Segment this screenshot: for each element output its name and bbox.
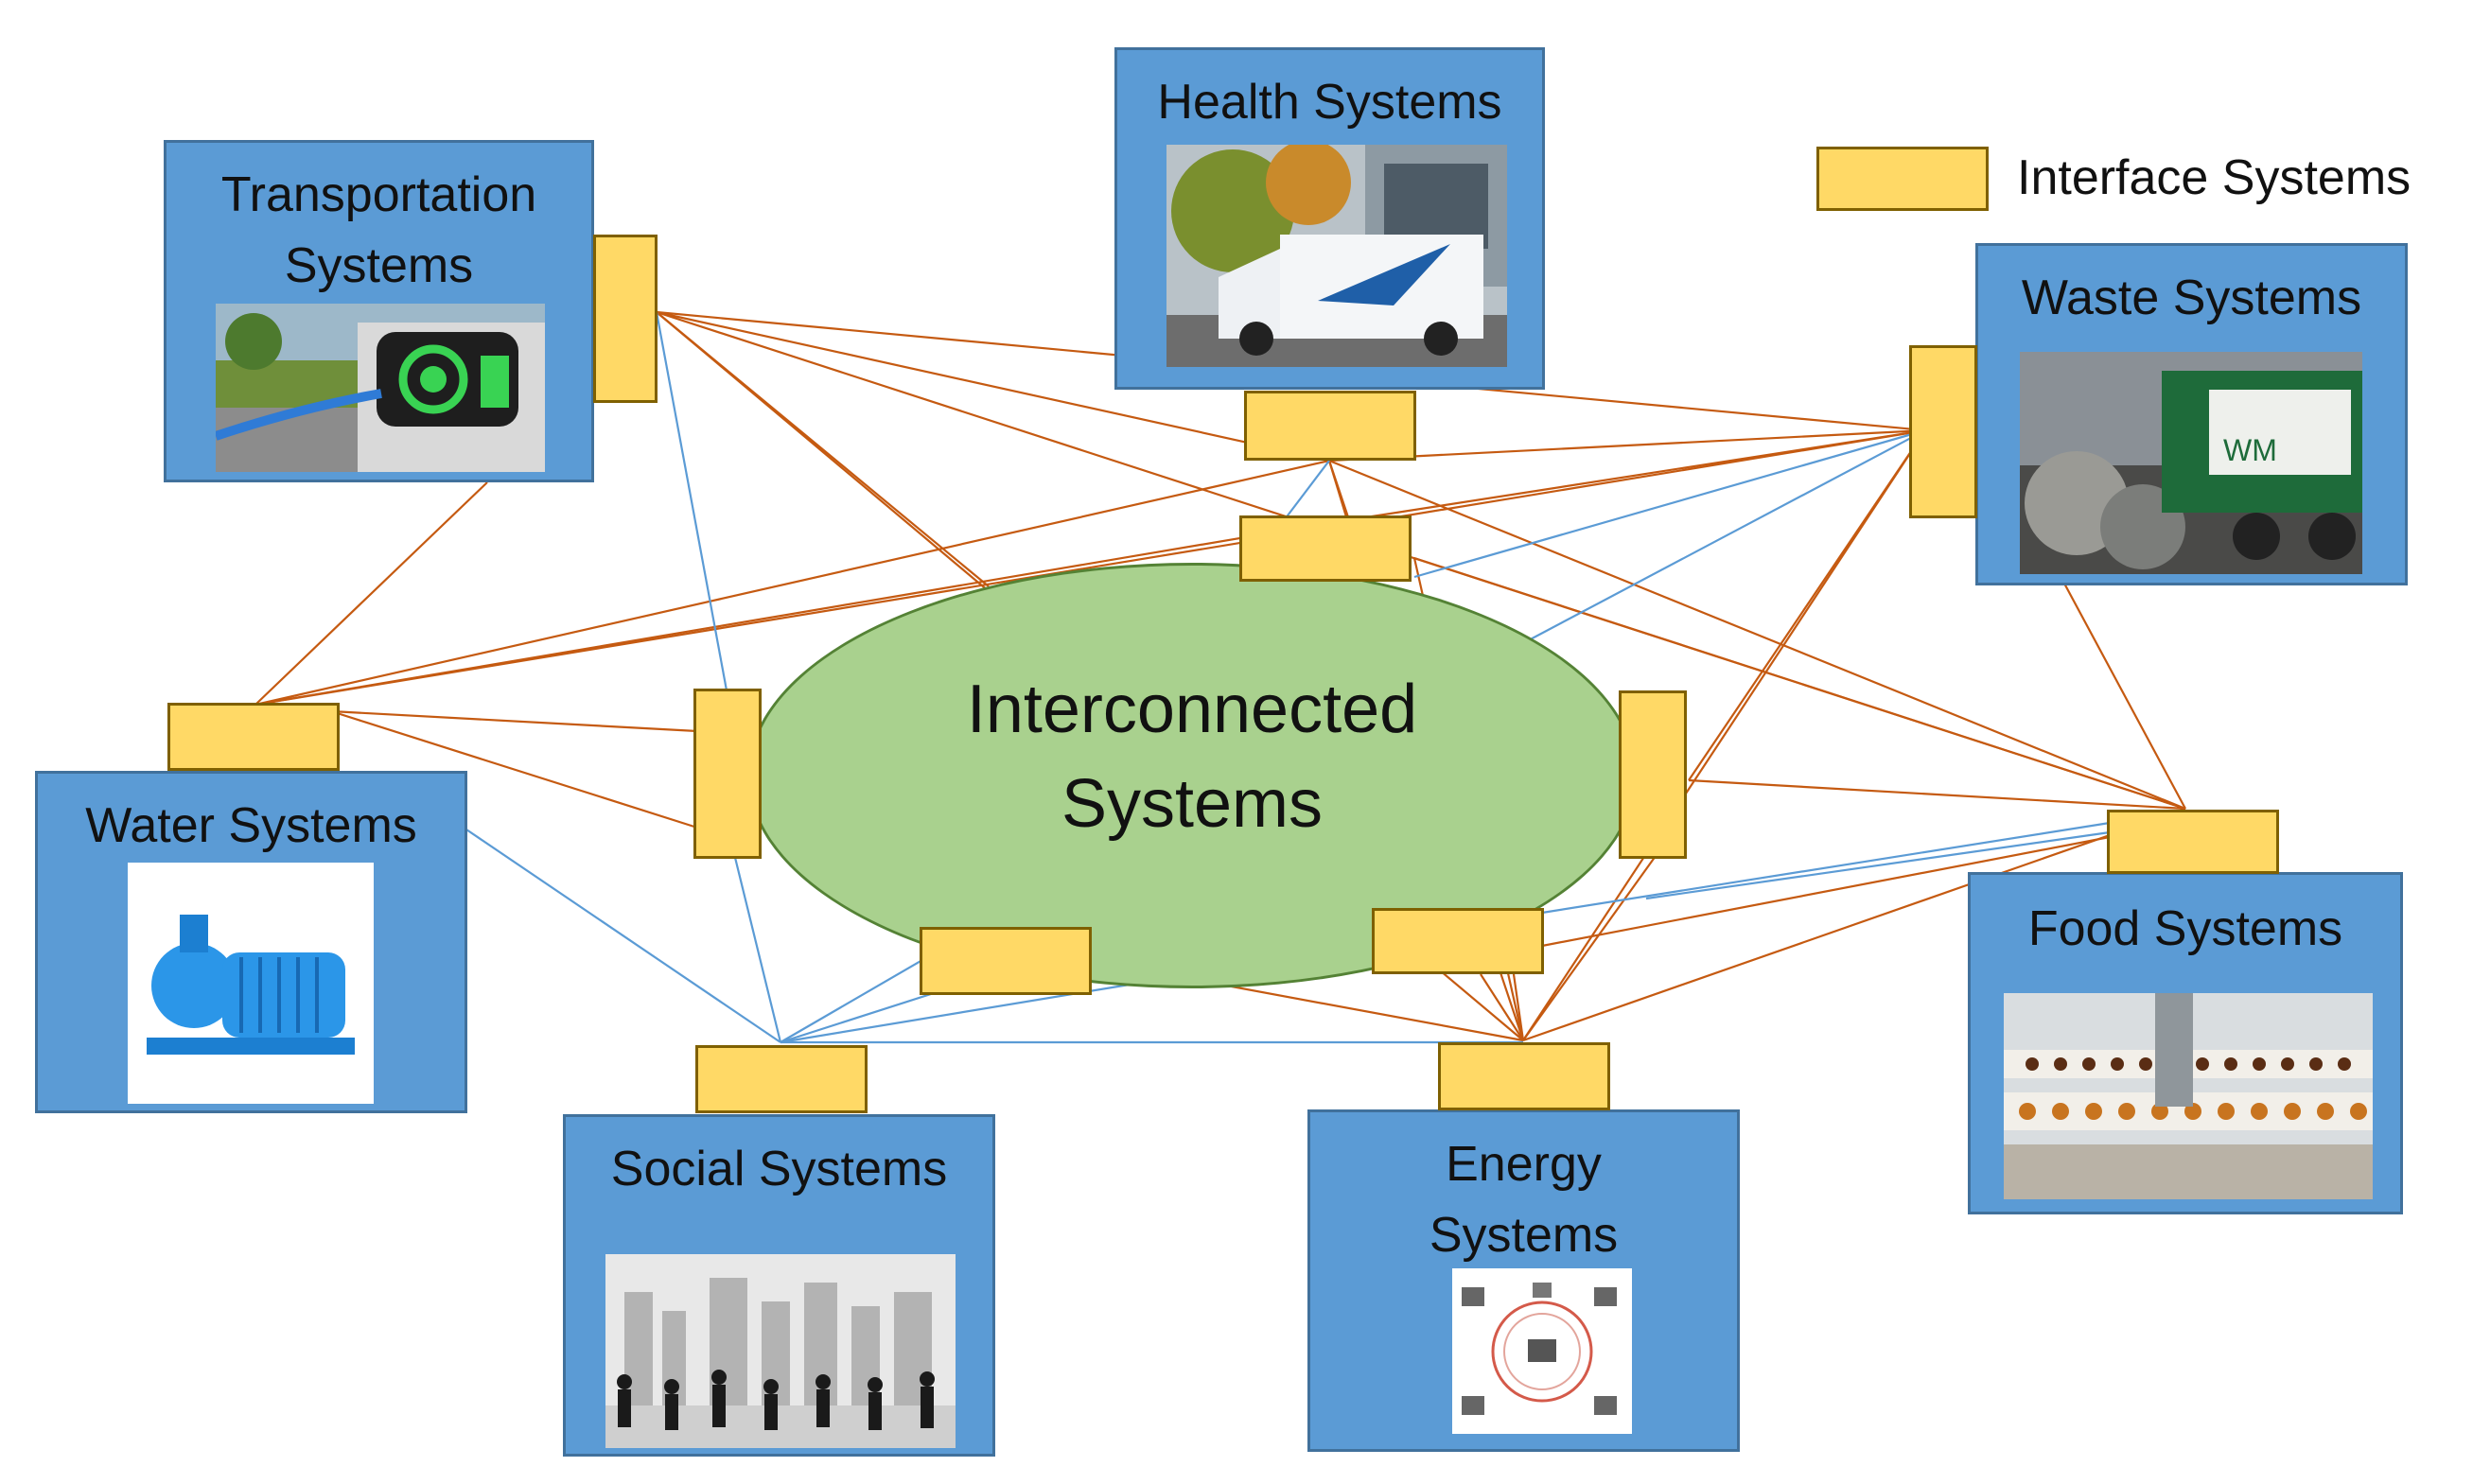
food-title: Food Systems bbox=[1971, 894, 2400, 965]
waste-title: Waste Systems bbox=[1978, 263, 2405, 334]
garbage-truck-icon: WM bbox=[2020, 352, 2362, 574]
food-systems-box: Food Systems bbox=[1968, 872, 2403, 1214]
social-title: Social Systems bbox=[566, 1134, 992, 1205]
water-systems-box: Water Systems bbox=[35, 771, 467, 1113]
legend-label: Interface Systems bbox=[2017, 150, 2412, 205]
food-interface bbox=[2107, 810, 2279, 874]
city-crowd-icon bbox=[605, 1254, 956, 1448]
center-label-line1: Interconnected bbox=[966, 672, 1418, 747]
health-interface bbox=[1244, 391, 1416, 461]
waste-title-line1: Waste Systems bbox=[2021, 271, 2362, 325]
ev-charging-icon bbox=[216, 304, 545, 472]
social-systems-box: Social Systems bbox=[563, 1114, 995, 1457]
social-interface bbox=[695, 1045, 868, 1113]
health-title-line1: Health Systems bbox=[1157, 75, 1502, 130]
inner-left-interface bbox=[693, 689, 762, 859]
energy-title: Energy Systems bbox=[1310, 1129, 1737, 1272]
svg-text:WM: WM bbox=[2223, 433, 2277, 467]
legend-interface-swatch bbox=[1816, 147, 1989, 211]
energy-systems-box: Energy Systems bbox=[1307, 1109, 1740, 1452]
blue-links bbox=[463, 311, 2111, 1044]
health-systems-box: Health Systems bbox=[1114, 47, 1545, 390]
inner-top-interface bbox=[1239, 515, 1412, 582]
waste-interface bbox=[1909, 345, 1977, 518]
inner-bottom-right-interface bbox=[1372, 908, 1544, 974]
transportation-title-line2: Systems bbox=[284, 238, 474, 294]
water-title-line1: Water Systems bbox=[85, 798, 417, 853]
social-title-line1: Social Systems bbox=[610, 1142, 948, 1196]
health-title: Health Systems bbox=[1117, 67, 1542, 138]
water-pump-icon bbox=[128, 863, 374, 1104]
center-label-line2: Systems bbox=[1061, 766, 1324, 842]
inner-right-interface bbox=[1619, 690, 1687, 859]
center-label: Interconnected Systems bbox=[747, 662, 1637, 851]
inner-bottom-left-interface bbox=[920, 927, 1092, 995]
transportation-title: Transportation Systems bbox=[167, 160, 591, 303]
ambulance-icon bbox=[1166, 145, 1507, 367]
waste-systems-box: Waste Systems WM bbox=[1975, 243, 2408, 585]
transportation-interface bbox=[593, 235, 658, 403]
energy-title-line2: Systems bbox=[1429, 1208, 1619, 1264]
chocolate-production-line-icon bbox=[2004, 993, 2373, 1199]
transportation-systems-box: Transportation Systems bbox=[164, 140, 594, 482]
energy-interface bbox=[1438, 1042, 1610, 1110]
energy-title-line1: Energy bbox=[1446, 1137, 1602, 1192]
energy-cycle-icon bbox=[1452, 1268, 1632, 1434]
transportation-title-line1: Transportation bbox=[220, 167, 537, 222]
water-interface bbox=[167, 703, 340, 771]
food-title-line1: Food Systems bbox=[2027, 901, 2343, 956]
water-title: Water Systems bbox=[38, 791, 465, 862]
